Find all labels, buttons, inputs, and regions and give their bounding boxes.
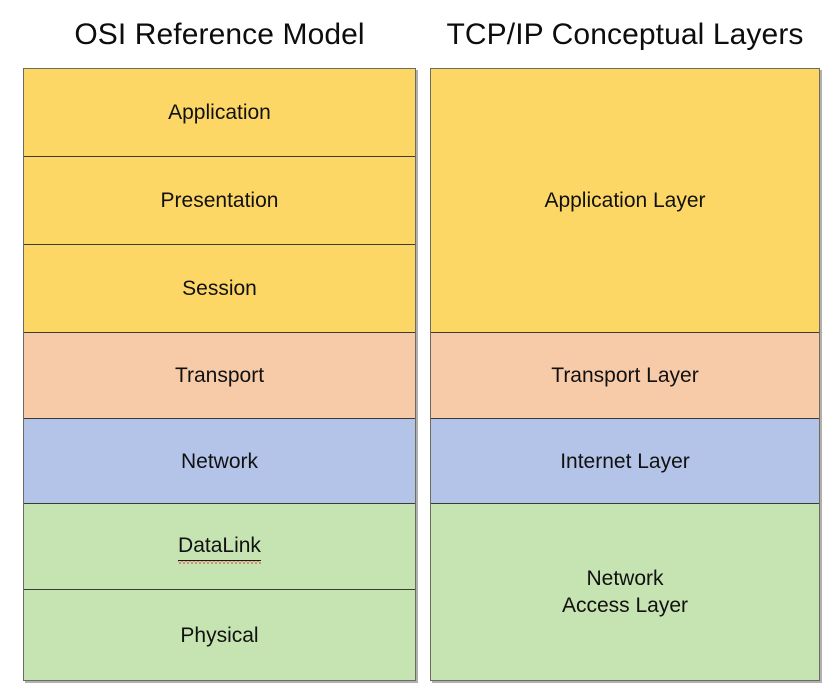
tcpip-layer-internet: Internet Layer <box>431 419 819 504</box>
tcpip-column-title: TCP/IP Conceptual Layers <box>446 18 804 51</box>
osi-layer-physical-label: Physical <box>180 623 259 647</box>
osi-layer-application-label: Application <box>168 101 271 124</box>
osi-layer-stack: Application Presentation Session Transpo… <box>23 68 416 681</box>
tcpip-layer-application-label: Application Layer <box>544 189 706 212</box>
osi-layer-session: Session <box>24 245 415 333</box>
osi-layer-presentation-label: Presentation <box>160 189 279 212</box>
osi-layer-transport-label: Transport <box>174 364 265 387</box>
osi-layer-network: Network <box>24 419 415 504</box>
osi-layer-application: Application <box>24 69 415 157</box>
osi-layer-presentation: Presentation <box>24 157 415 245</box>
tcpip-layer-application: Application Layer <box>431 69 819 333</box>
tcpip-layer-network-access-label: Network Access Layer <box>561 567 689 617</box>
osi-layer-physical: Physical <box>24 590 415 680</box>
tcpip-layer-transport-label: Transport Layer <box>551 364 699 387</box>
osi-layer-network-label: Network <box>180 449 259 473</box>
osi-layer-datalink: DataLink <box>24 504 415 590</box>
osi-column-title: OSI Reference Model <box>74 18 365 51</box>
tcpip-layer-internet-label: Internet Layer <box>560 449 690 473</box>
osi-layer-session-label: Session <box>182 277 257 300</box>
osi-layer-datalink-label: DataLink <box>178 532 261 564</box>
tcpip-layer-network-access: Network Access Layer <box>431 504 819 680</box>
osi-layer-transport: Transport <box>24 333 415 419</box>
tcpip-layer-stack: Application Layer Transport Layer Intern… <box>430 68 820 681</box>
tcpip-layer-transport: Transport Layer <box>431 333 819 419</box>
